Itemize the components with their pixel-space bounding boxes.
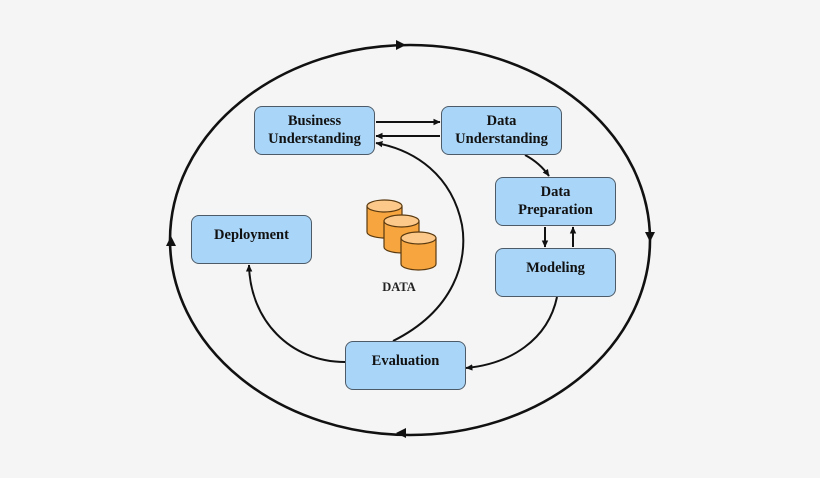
phase-label-line: Data [486,112,517,129]
phase-evaluation: Evaluation [345,341,466,390]
database-cylinders-icon [366,199,437,271]
phase-label-line: Understanding [455,130,548,147]
data-label: DATA [382,280,416,294]
phase-label-line: Business [287,112,342,129]
outer-cycle-arrow-right [645,232,655,242]
phase-business-understanding: Business Understanding [254,106,375,155]
outer-cycle-arrow-left [166,236,176,246]
phase-label-line: Evaluation [371,353,440,369]
arrow-modeling-to-evaluation [465,296,558,371]
arrow-evaluation-to-deployment [245,264,346,363]
phase-label-line: Understanding [268,130,361,147]
phase-label-line: Modeling [526,260,585,276]
arrow-data-understanding-to-preparation [524,154,550,177]
database-cylinder-3 [400,231,437,271]
phase-data-understanding: Data Understanding [441,106,562,155]
phase-label-line: Preparation [518,201,593,218]
phase-modeling: Modeling [495,248,616,297]
phase-deployment: Deployment [191,215,312,264]
phase-label-line: Data [540,183,571,200]
phase-data-preparation: Data Preparation [495,177,616,226]
arrow-evaluation-to-business [375,141,465,342]
outer-cycle-arrow-top [396,40,406,50]
outer-cycle-arrow-bottom [396,428,406,438]
phase-label-line: Deployment [214,227,289,243]
